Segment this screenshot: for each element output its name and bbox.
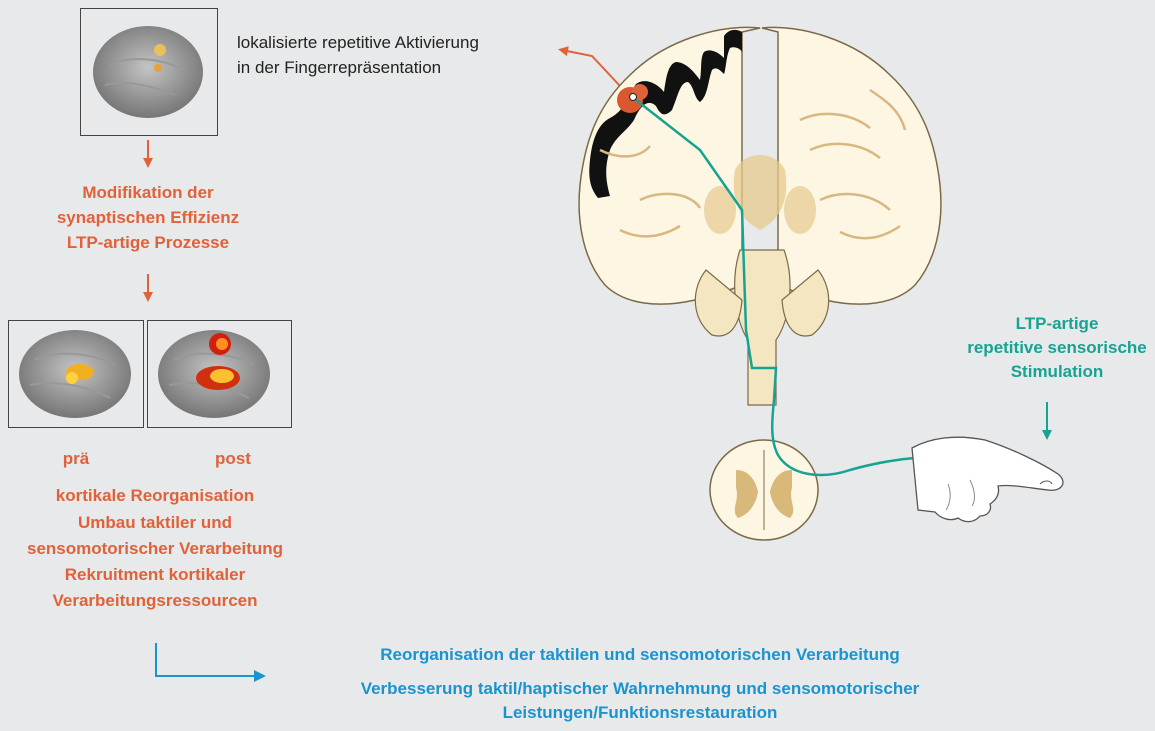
reorg-line5: Verarbeitungsressourcen: [0, 588, 310, 614]
spinal-cord-section: [710, 440, 818, 540]
brain-image-pre-frame: [8, 320, 144, 428]
outcome-line3: Leistungen/Funktionsrestauration: [260, 701, 1020, 725]
label-pre: prä: [52, 446, 100, 471]
reorganisation-text: kortikale Reorganisation Umbau taktiler …: [0, 482, 310, 614]
top-note: lokalisierte repetitive Aktivierung in d…: [237, 30, 557, 80]
reorg-line2: Umbau taktiler und: [0, 510, 310, 536]
stimulation-line1: LTP-artige: [962, 312, 1152, 336]
label-post: post: [208, 446, 258, 471]
reorg-line3: sensomotorischer Verarbeitung: [0, 536, 310, 562]
reorg-line4: Rekruitment kortikaler: [0, 562, 310, 588]
brain-image-top-frame: [80, 8, 218, 136]
stimulation-line2: repetitive sensorische: [962, 336, 1152, 360]
top-note-line2: in der Fingerrepräsentation: [237, 55, 557, 80]
outcome-line2: Verbesserung taktil/haptischer Wahrnehmu…: [260, 677, 1020, 701]
stimulation-text: LTP-artige repetitive sensorische Stimul…: [962, 312, 1152, 384]
modification-text: Modifikation der synaptischen Effizienz …: [30, 180, 266, 255]
activation-arrow: [562, 50, 620, 86]
modification-line2: synaptischen Effizienz: [30, 205, 266, 230]
top-note-line1: lokalisierte repetitive Aktivierung: [237, 30, 557, 55]
coronal-brain-section: [579, 27, 941, 405]
outcome-line1: Reorganisation der taktilen und sensomot…: [260, 643, 1020, 667]
outcome-arrow: [156, 643, 262, 676]
stimulation-line3: Stimulation: [962, 360, 1152, 384]
modification-line3: LTP-artige Prozesse: [30, 230, 266, 255]
outcome-text: Reorganisation der taktilen und sensomot…: [260, 643, 1020, 725]
reorg-line1: kortikale Reorganisation: [0, 482, 310, 510]
hand-illustration: [912, 437, 1063, 521]
modification-line1: Modifikation der: [30, 180, 266, 205]
brain-image-post-frame: [147, 320, 292, 428]
